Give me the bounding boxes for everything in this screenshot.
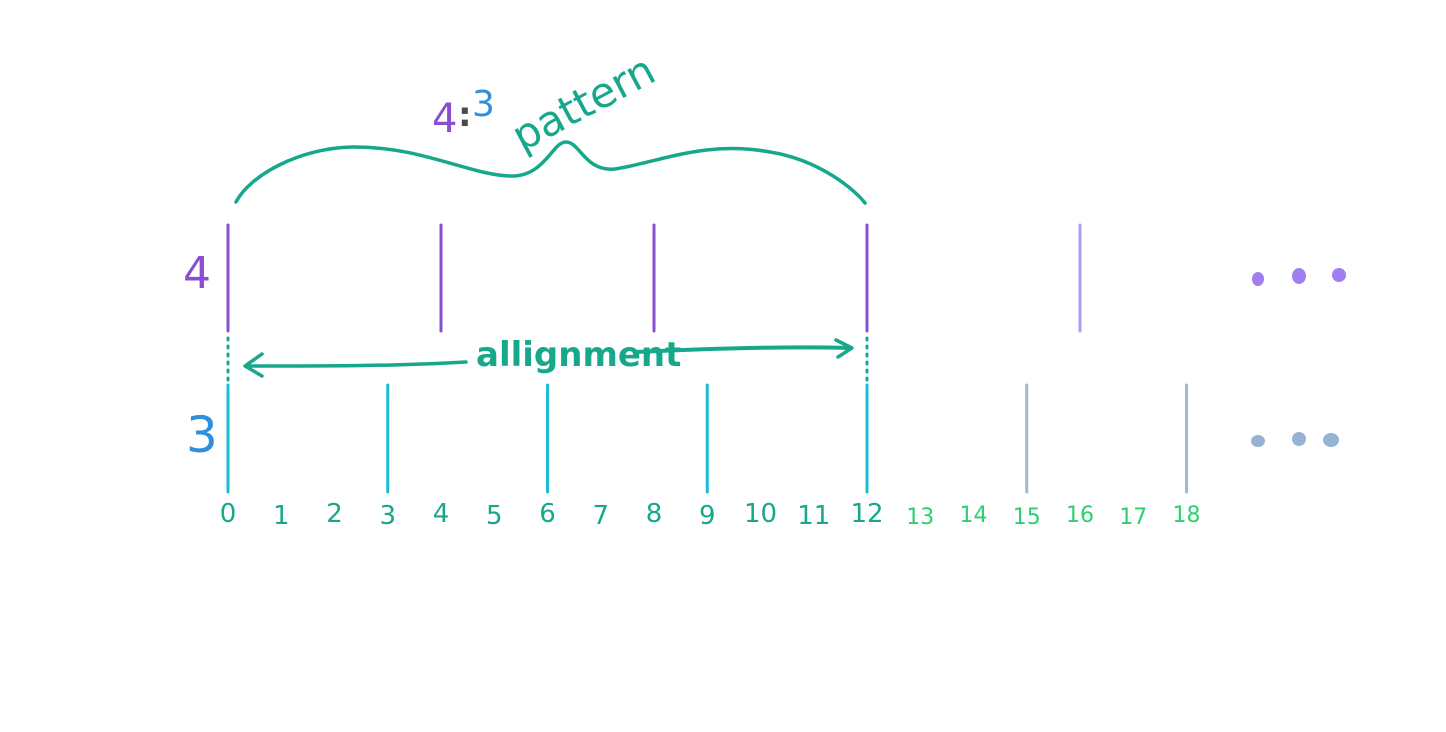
axis-tick-label: 15 <box>1013 505 1041 530</box>
axis-tick-label: 11 <box>797 501 830 531</box>
axis-tick-label: 2 <box>326 499 343 529</box>
pattern-word: pattern <box>504 45 663 161</box>
axis-tick-label: 6 <box>539 499 556 529</box>
row-4-continuation <box>1252 268 1346 286</box>
axis-tick-label: 10 <box>744 499 777 529</box>
continuation-dot <box>1252 272 1264 286</box>
alignment-label: allignment <box>476 335 681 375</box>
axis-tick-label: 14 <box>960 503 988 528</box>
continuation-dot <box>1292 268 1306 284</box>
row-label-4: 4 <box>183 248 211 299</box>
axis-tick-label: 4 <box>433 499 450 529</box>
axis-tick-label: 5 <box>486 501 503 531</box>
axis-tick-label: 0 <box>220 499 237 529</box>
axis-tick-label: 3 <box>379 501 396 531</box>
ratio-separator: : <box>458 95 472 135</box>
ratio-right: 3 <box>472 84 495 125</box>
continuation-dot <box>1323 433 1339 447</box>
alignment-arrowhead-right <box>834 338 854 359</box>
axis-tick-label: 17 <box>1119 505 1147 530</box>
continuation-dot <box>1251 435 1265 447</box>
alignment-arrowhead-left <box>243 352 264 378</box>
axis-tick-label: 7 <box>592 501 609 531</box>
pattern-title: 4 : 3 pattern <box>432 45 663 161</box>
row-3-continuation <box>1251 432 1339 447</box>
continuation-dot <box>1292 432 1306 446</box>
axis-tick-label: 1 <box>273 501 290 531</box>
ratio-left: 4 <box>432 96 457 142</box>
axis-tick-label: 12 <box>850 499 883 529</box>
axis-tick-label: 8 <box>646 499 663 529</box>
axis-tick-label: 9 <box>699 501 716 531</box>
pattern-brace <box>234 140 867 205</box>
alignment-arrow-right <box>633 345 852 354</box>
continuation-dot <box>1332 268 1346 282</box>
row-label-3: 3 <box>186 406 218 464</box>
row-3-beats <box>226 383 1188 494</box>
axis-tick-label: 16 <box>1066 503 1094 528</box>
axis-tick-label: 13 <box>906 505 934 530</box>
alignment-arrow-left <box>244 360 468 368</box>
axis-tick-label: 18 <box>1173 503 1201 528</box>
row-4-beats <box>226 223 1082 333</box>
